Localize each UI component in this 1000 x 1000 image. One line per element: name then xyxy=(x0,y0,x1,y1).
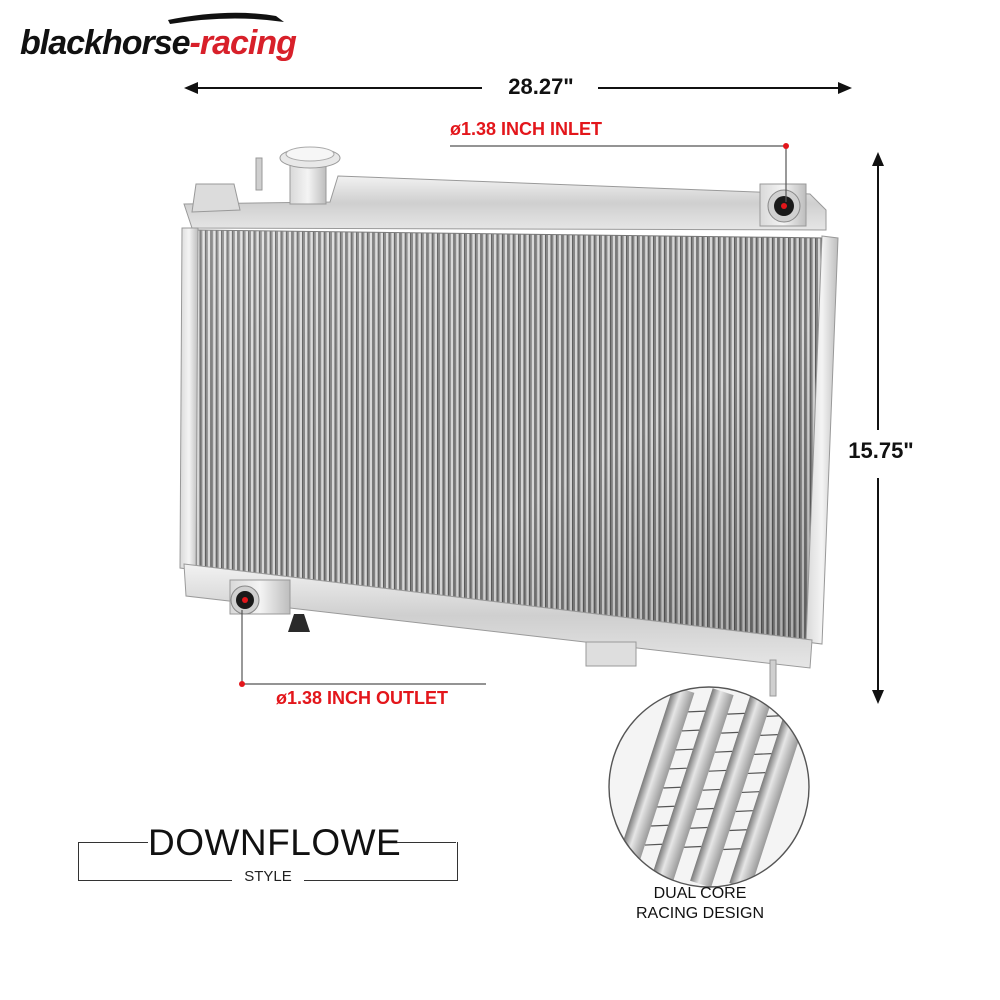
brand-name-primary: blackhorse xyxy=(20,24,191,62)
width-label: 28.27" xyxy=(508,74,574,99)
width-dimension-arrow xyxy=(184,82,852,94)
inlet-callout-line xyxy=(450,143,789,202)
dual-core-line2: RACING DESIGN xyxy=(635,905,764,922)
flow-style-subtitle-wrap: STYLE xyxy=(78,868,458,885)
inlet-label: ø1.38 INCH INLET xyxy=(450,119,603,139)
brand-name-accent: -racing xyxy=(189,24,297,62)
height-label: 15.75" xyxy=(848,438,914,463)
dual-core-label: DUAL CORE RACING DESIGN xyxy=(600,884,800,924)
brand-swoosh xyxy=(168,12,284,24)
brand-name: blackhorse-racing xyxy=(20,24,297,63)
dual-core-closeup xyxy=(608,686,810,888)
outlet-callout-line xyxy=(239,610,486,687)
radiator-image xyxy=(179,146,839,697)
dual-core-line1: DUAL CORE xyxy=(653,885,747,902)
downflow-frame-top-right xyxy=(386,842,456,843)
flow-style-title: DOWNFLOWE xyxy=(148,822,402,863)
flow-style-subtitle: STYLE xyxy=(232,868,304,885)
brand-logo: blackhorse-racing xyxy=(18,6,318,66)
downflow-frame-top-left xyxy=(78,842,148,843)
height-dimension-arrow xyxy=(872,152,884,704)
outlet-label: ø1.38 INCH OUTLET xyxy=(276,688,449,708)
